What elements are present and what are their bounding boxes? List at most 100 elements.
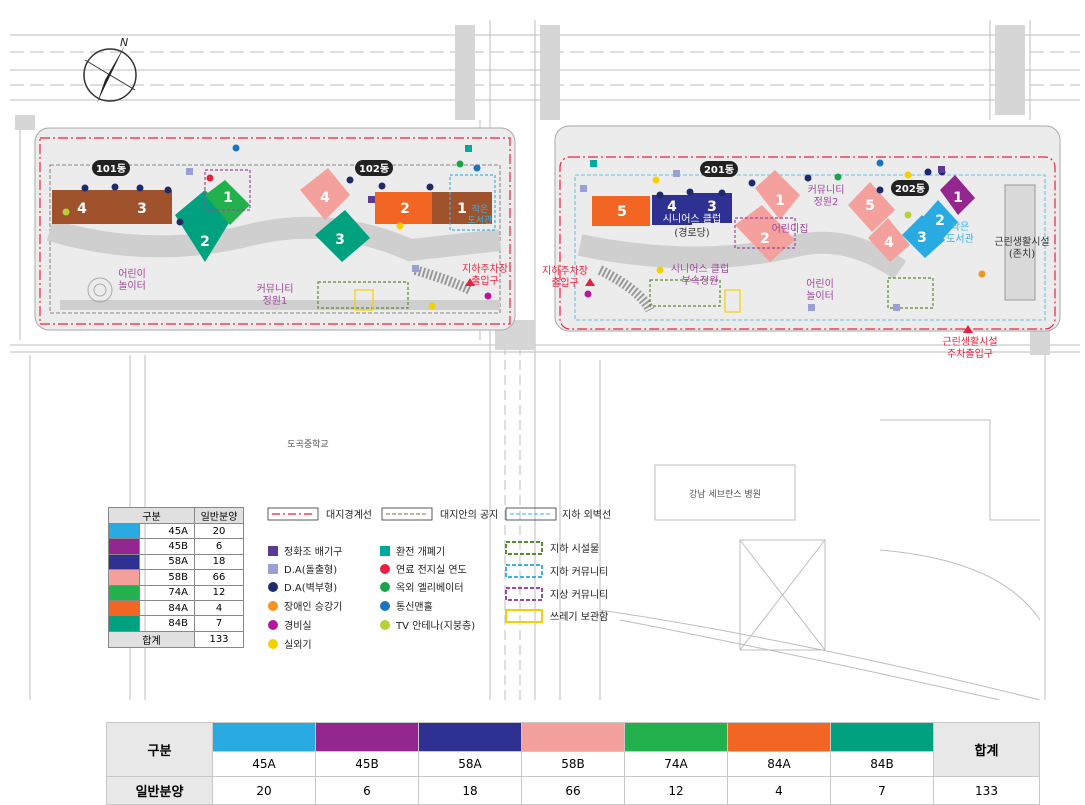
value-84b: 7 [830,776,934,805]
unit-201-2: 2 [760,231,770,247]
legend-swatch-58b [108,569,140,586]
legend-underground-facility: 지하 시설물 [550,542,599,555]
building-101-label: 101동 [96,163,126,175]
row-header-general-sale: 일반분양 [106,776,213,805]
unit-201-1: 1 [775,193,785,209]
unit-102-1: 1 [457,201,467,217]
legend-header-type: 구분 [108,507,195,524]
label-retail-facility: 근린생활시설(존치) [994,235,1049,260]
swatch-58a [418,722,522,752]
legend-total-label: 합계 [108,630,195,648]
legend-name-84b: 84B [139,615,195,632]
legend-total-value: 133 [194,630,244,648]
legend-name-45b: 45B [139,538,195,555]
legend-item-outdoor-elevator: 옥외 엘리베이터 [380,579,464,594]
legend-name-84a: 84A [139,599,195,617]
circle-marker-icon [268,619,278,630]
unit-102-2: 2 [400,201,410,217]
legend-item-da-wall: D.A(벽부형) [268,579,337,594]
building-202-label: 202동 [895,183,925,195]
legend-swatch-84b [108,615,140,632]
col-name-45b: 45B [315,751,419,777]
label-kids-house: 어린이집 [772,223,809,235]
legend-value-74a: 12 [194,584,244,601]
label-school: 도곡중학교 [287,439,328,450]
legend-item-da-protruding: D.A(돌출형) [268,561,337,576]
swatch-45a [212,722,316,752]
swatch-74a [624,722,728,752]
unit-101-3: 3 [137,201,147,217]
legend-item-septic-vent: 정화조 배기구 [268,543,342,558]
swatch-45b [315,722,419,752]
circle-marker-icon [268,600,278,611]
value-45b: 6 [315,776,419,805]
unit-202-3: 3 [917,230,927,246]
legend-value-84a: 4 [194,599,244,617]
swatch-84a [727,722,831,752]
legend-name-45a: 45A [139,522,195,540]
legend-swatch-45b [108,538,140,555]
label-senior-club-sub: (경로당) [674,226,710,239]
legend-swatch-74a [108,584,140,601]
value-58b: 66 [521,776,625,805]
unit-legend-table: 구분 일반분양 45A 20 45B 6 58A 18 58B 66 74A 1… [108,507,244,648]
building-201-label: 201동 [704,164,734,176]
circle-marker-icon [380,619,390,630]
legend-item-tv-antenna: TV 안테나(지붕층) [380,617,475,632]
legend-item-accessible-elevator: 장애인 승강기 [268,598,342,613]
col-name-74a: 74A [624,751,728,777]
label-senior-club: 시니어스 클럽 [663,213,721,225]
total-header: 합계 [933,722,1040,777]
legend-boundary: 대지경계선 [326,508,372,521]
legend-swatch-45a [108,522,140,540]
circle-marker-icon [380,581,390,592]
value-total: 133 [933,776,1040,805]
value-58a: 18 [418,776,522,805]
circle-marker-icon [268,638,278,649]
legend-trash-storage: 쓰레기 보관함 [550,611,608,623]
legend-value-58b: 66 [194,569,244,586]
circle-marker-icon [268,581,278,592]
col-name-58a: 58A [418,751,522,777]
row-header-type: 구분 [106,722,213,777]
value-84a: 4 [727,776,831,805]
north-arrow: N [83,36,137,103]
legend-ground-community: 지상 커뮤니티 [550,589,608,601]
supply-summary-table: 구분 합계 45A 45B 58A 58B 74A 84A 84B 일반분양 2… [106,722,1040,805]
square-marker-icon [380,545,390,556]
north-label: N [120,36,128,49]
legend-name-58b: 58B [139,569,195,586]
legend-public-space: 대지안의 공지 [440,509,498,521]
legend-underground-community: 지하 커뮤니티 [550,565,608,578]
building-102: 4 3 2 1 102동 [300,160,492,262]
legend-value-45a: 20 [194,522,244,540]
unit-102-3: 3 [335,232,345,248]
building-202: 5 1 2 3 4 202동 [848,175,975,262]
square-marker-icon [268,563,278,574]
label-hospital: 강남 세브란스 병원 [689,488,761,500]
site-symbols [62,144,986,333]
legend-value-58a: 18 [194,553,244,571]
square-marker-icon [268,545,278,556]
col-name-84a: 84A [727,751,831,777]
unit-202-4: 4 [884,235,894,251]
unit-201-4: 4 [667,199,677,215]
legend-value-45b: 6 [194,538,244,555]
unit-202-5: 5 [865,198,875,214]
legend-item-outdoor-unit: 실외기 [268,636,312,651]
legend-header-sale: 일반분양 [194,507,244,524]
site-plan-map: N 4 3 1 2 101동 4 3 [10,20,1080,700]
legend-name-74a: 74A [139,584,195,601]
swatch-84b [830,722,934,752]
col-name-58b: 58B [521,751,625,777]
legend-swatch-84a [108,599,140,617]
crosswalks [15,25,1050,355]
unit-201-3: 3 [707,199,717,215]
unit-201-5: 5 [617,204,627,220]
